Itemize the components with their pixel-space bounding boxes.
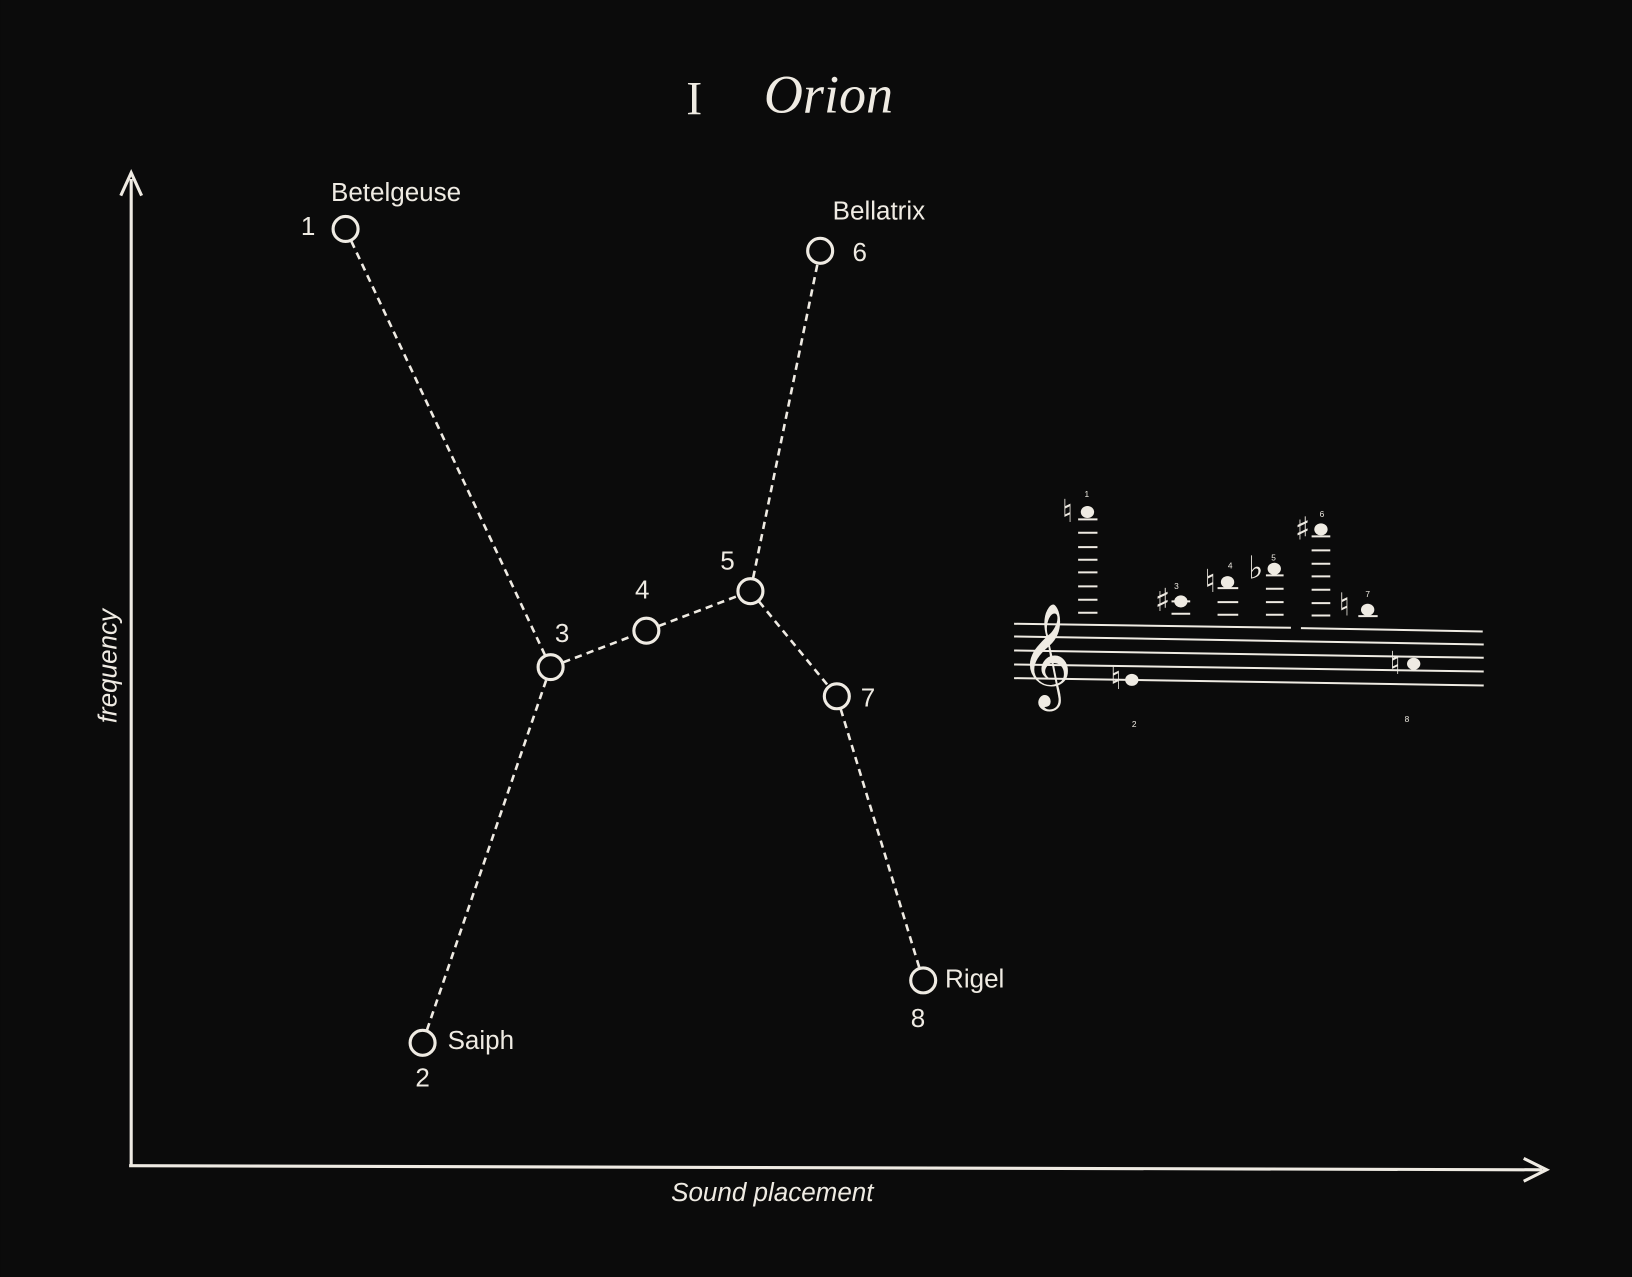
- note-3: ♯3: [1155, 581, 1191, 619]
- accidental-icon: ♯: [1295, 512, 1310, 548]
- y-axis-label: frequency: [93, 607, 123, 723]
- star-number: 8: [911, 1003, 925, 1033]
- note-5: ♭5: [1248, 551, 1284, 616]
- star-marker-icon: [408, 1028, 437, 1057]
- note-number: 5: [1271, 552, 1276, 562]
- staff-line: [1014, 622, 1291, 629]
- note-number: 8: [1405, 714, 1410, 724]
- connection-line-5-7: [758, 600, 830, 687]
- star-3: 3: [536, 618, 569, 682]
- star-marker-icon: [632, 616, 661, 645]
- note-number: 1: [1084, 489, 1089, 499]
- staff-line: [1014, 663, 1484, 673]
- star-name: Betelgeuse: [331, 177, 461, 207]
- title: I Orion: [686, 64, 893, 125]
- accidental-icon: ♮: [1205, 564, 1216, 600]
- accidental-icon: ♯: [1155, 583, 1170, 619]
- x-axis-arrow-icon: [1523, 1156, 1551, 1183]
- star-number: 1: [301, 211, 315, 241]
- star-7: 7: [822, 682, 875, 713]
- axes: frequency Sound placement: [93, 168, 1551, 1207]
- accidental-icon: ♮: [1339, 587, 1350, 623]
- note-1: ♮1: [1062, 489, 1098, 614]
- note-head-icon: [1267, 562, 1281, 575]
- star-number: 4: [635, 574, 649, 604]
- connection-line-4-5: [658, 594, 739, 628]
- accidental-icon: ♮: [1389, 646, 1400, 682]
- note-2: ♮2: [1110, 661, 1139, 729]
- star-1: 1 Betelgeuse: [301, 177, 461, 244]
- star-marker-icon: [822, 682, 851, 711]
- constellation-stars: 1 Betelgeuse 2 Saiph 3 4 5 6 Bellatrix 7 8 Rigel: [301, 177, 1004, 1093]
- star-8: 8 Rigel: [909, 964, 1004, 1033]
- notes: ♮1♮2♯3♮4♭5♯6♮7♮8: [1062, 489, 1421, 729]
- y-axis-arrow-icon: [119, 168, 144, 197]
- star-5: 5: [720, 545, 765, 606]
- star-name: Saiph: [448, 1025, 515, 1055]
- star-number: 6: [852, 237, 866, 267]
- staff-line: [1014, 649, 1484, 659]
- star-marker-icon: [331, 214, 360, 244]
- connection-line-7-8: [839, 708, 921, 968]
- star-number: 3: [555, 618, 569, 648]
- x-axis-label: Sound placement: [671, 1177, 875, 1207]
- note-head-icon: [1314, 523, 1328, 536]
- note-6: ♯6: [1295, 509, 1331, 617]
- title-numeral: I: [686, 72, 702, 125]
- star-name: Bellatrix: [833, 196, 925, 226]
- note-number: 4: [1228, 561, 1233, 571]
- star-number: 7: [861, 683, 875, 713]
- staff-line: [1014, 635, 1484, 646]
- star-marker-icon: [909, 966, 938, 995]
- accidental-icon: ♮: [1110, 661, 1121, 697]
- star-name: Rigel: [945, 964, 1004, 994]
- star-marker-icon: [536, 653, 565, 682]
- note-4: ♮4: [1205, 561, 1239, 616]
- note-number: 2: [1132, 719, 1137, 729]
- star-4: 4: [632, 574, 661, 645]
- note-number: 3: [1174, 581, 1179, 591]
- connection-line-5-6: [751, 263, 819, 579]
- staff-line: [1014, 677, 1484, 687]
- note-head-icon: [1174, 595, 1188, 608]
- star-6: 6 Bellatrix: [806, 196, 925, 267]
- accidental-icon: ♮: [1062, 494, 1073, 530]
- note-head-icon: [1407, 657, 1421, 670]
- staff-line: [1300, 627, 1483, 633]
- title-name: Orion: [764, 64, 893, 124]
- star-2: 2 Saiph: [408, 1025, 515, 1093]
- note-7: ♮7: [1339, 587, 1378, 623]
- star-marker-icon: [736, 577, 765, 606]
- star-marker-icon: [806, 236, 835, 265]
- accidental-icon: ♭: [1248, 551, 1263, 587]
- note-number: 6: [1320, 509, 1325, 519]
- connection-line-1-3: [350, 240, 547, 656]
- star-number: 5: [720, 545, 734, 575]
- music-staff: 𝄞 ♮1♮2♯3♮4♭5♯6♮7♮8: [1014, 489, 1484, 729]
- note-number: 7: [1365, 589, 1370, 599]
- note-head-icon: [1360, 603, 1375, 616]
- star-number: 2: [415, 1063, 429, 1093]
- note-8: ♮8: [1389, 646, 1421, 724]
- connection-line-3-4: [562, 634, 635, 664]
- note-head-icon: [1080, 506, 1095, 519]
- treble-clef-icon: 𝄞: [1019, 602, 1072, 711]
- note-head-icon: [1220, 576, 1235, 589]
- note-head-icon: [1125, 673, 1139, 686]
- constellation-lines: [350, 240, 921, 1031]
- x-axis: [129, 1164, 1543, 1172]
